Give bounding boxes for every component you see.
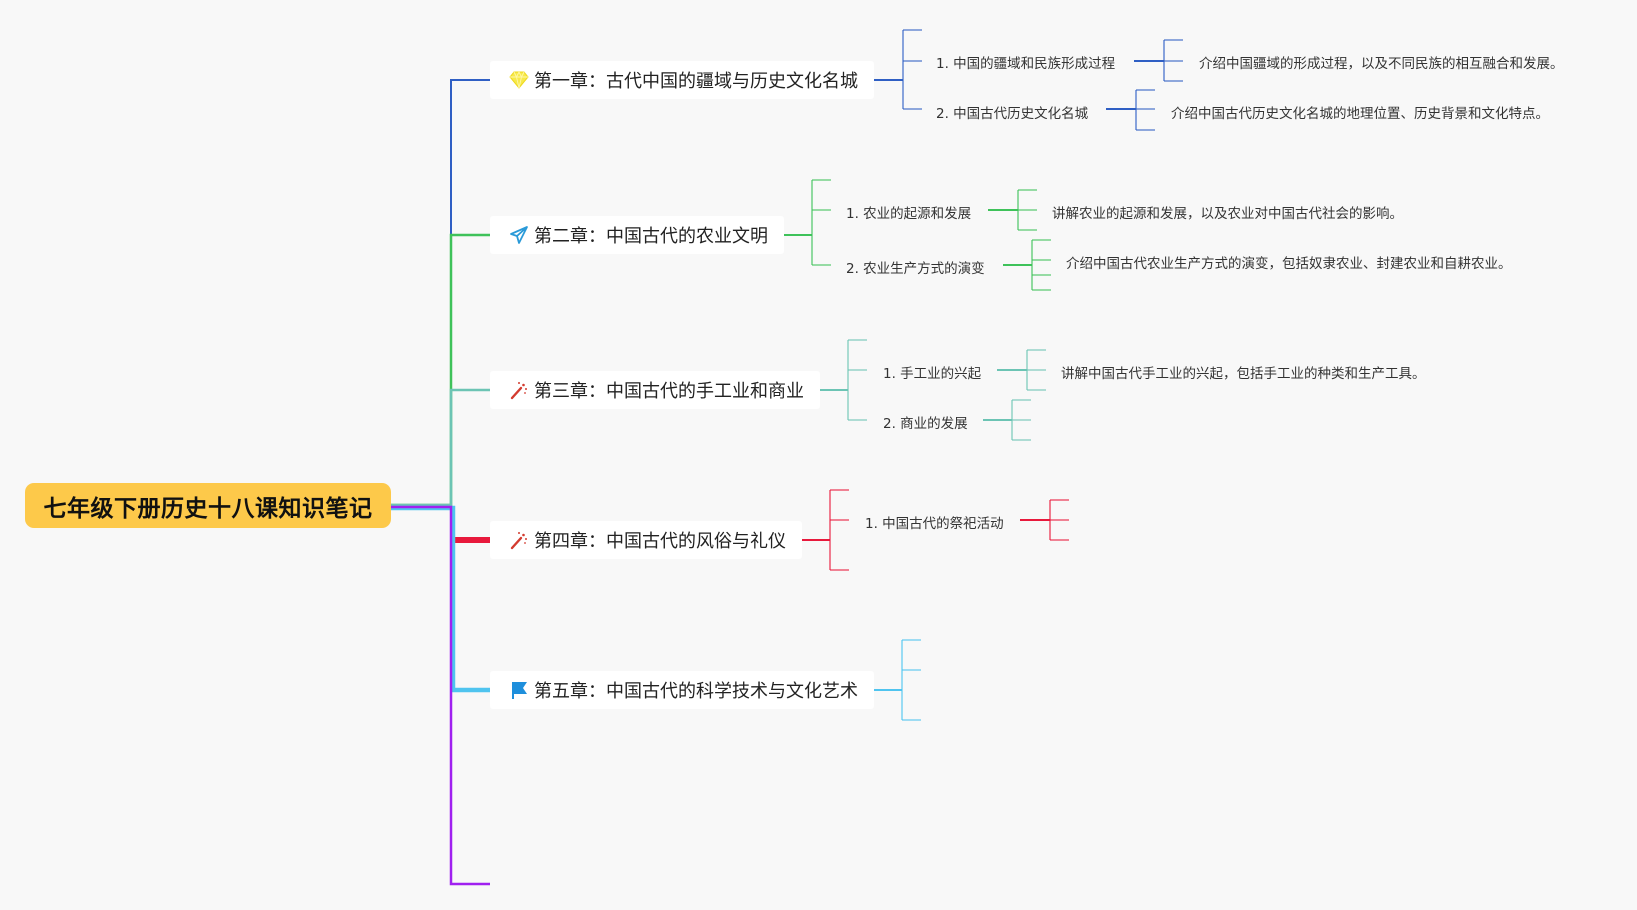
chapter-1-topic-1[interactable]: 1. 中国的疆域和民族形成过程 xyxy=(936,56,1116,72)
magic-wand-icon xyxy=(508,529,530,551)
chapter-2-title: 第二章：中国古代的农业文明 xyxy=(534,226,768,247)
chapter-1-title: 第一章：古代中国的疆域与历史文化名城 xyxy=(534,71,858,92)
chapter-3-title: 第三章：中国古代的手工业和商业 xyxy=(534,381,804,402)
branch-line-chapter-3 xyxy=(391,388,490,507)
paper-plane-icon xyxy=(508,224,530,246)
root-topic[interactable]: 七年级下册历史十八课知识笔记 xyxy=(25,483,391,528)
chapter-2-topic-1-description[interactable]: 讲解农业的起源和发展，以及农业对中国古代社会的影响。 xyxy=(1052,206,1403,222)
branch-line-chapter-1 xyxy=(391,79,490,506)
chapter-2-topic-2[interactable]: 2. 农业生产方式的演变 xyxy=(846,261,985,277)
chapter-1-topic-2[interactable]: 2. 中国古代历史文化名城 xyxy=(936,106,1089,122)
chapter-3-topic-2[interactable]: 2. 商业的发展 xyxy=(883,416,968,432)
chapter-5-title: 第五章：中国古代的科学技术与文化艺术 xyxy=(534,681,858,702)
chapter-2-node[interactable]: 第二章：中国古代的农业文明 xyxy=(490,216,784,254)
diamond-icon xyxy=(508,69,530,91)
branch-line-chapter-5 xyxy=(391,505,490,693)
chapter-3-node[interactable]: 第三章：中国古代的手工业和商业 xyxy=(490,371,820,409)
chapter-1-topic-2-description[interactable]: 介绍中国古代历史文化名城的地理位置、历史背景和文化特点。 xyxy=(1171,106,1549,122)
chapter-5-node[interactable]: 第五章：中国古代的科学技术与文化艺术 xyxy=(490,671,874,709)
branch-line-extra xyxy=(391,505,490,886)
chapter-3-topic-1-description[interactable]: 讲解中国古代手工业的兴起，包括手工业的种类和生产工具。 xyxy=(1061,366,1426,382)
branch-line-chapter-2 xyxy=(391,233,490,507)
flag-icon xyxy=(508,679,530,701)
chapter-4-title: 第四章：中国古代的风俗与礼仪 xyxy=(534,531,786,552)
chapter-1-node[interactable]: 第一章：古代中国的疆域与历史文化名城 xyxy=(490,61,874,99)
chapter-4-node[interactable]: 第四章：中国古代的风俗与礼仪 xyxy=(490,521,802,559)
chapter-3-topic-1[interactable]: 1. 手工业的兴起 xyxy=(883,366,982,382)
magic-wand-icon xyxy=(508,379,530,401)
chapter-2-topic-2-description[interactable]: 介绍中国古代农业生产方式的演变，包括奴隶农业、封建农业和自耕农业。 xyxy=(1066,256,1512,272)
chapter-1-topic-1-description[interactable]: 介绍中国疆域的形成过程，以及不同民族的相互融合和发展。 xyxy=(1199,56,1564,72)
chapter-4-topic-1[interactable]: 1. 中国古代的祭祀活动 xyxy=(865,516,1004,532)
chapter-2-topic-1[interactable]: 1. 农业的起源和发展 xyxy=(846,206,972,222)
root-topic-label: 七年级下册历史十八课知识笔记 xyxy=(43,495,373,522)
